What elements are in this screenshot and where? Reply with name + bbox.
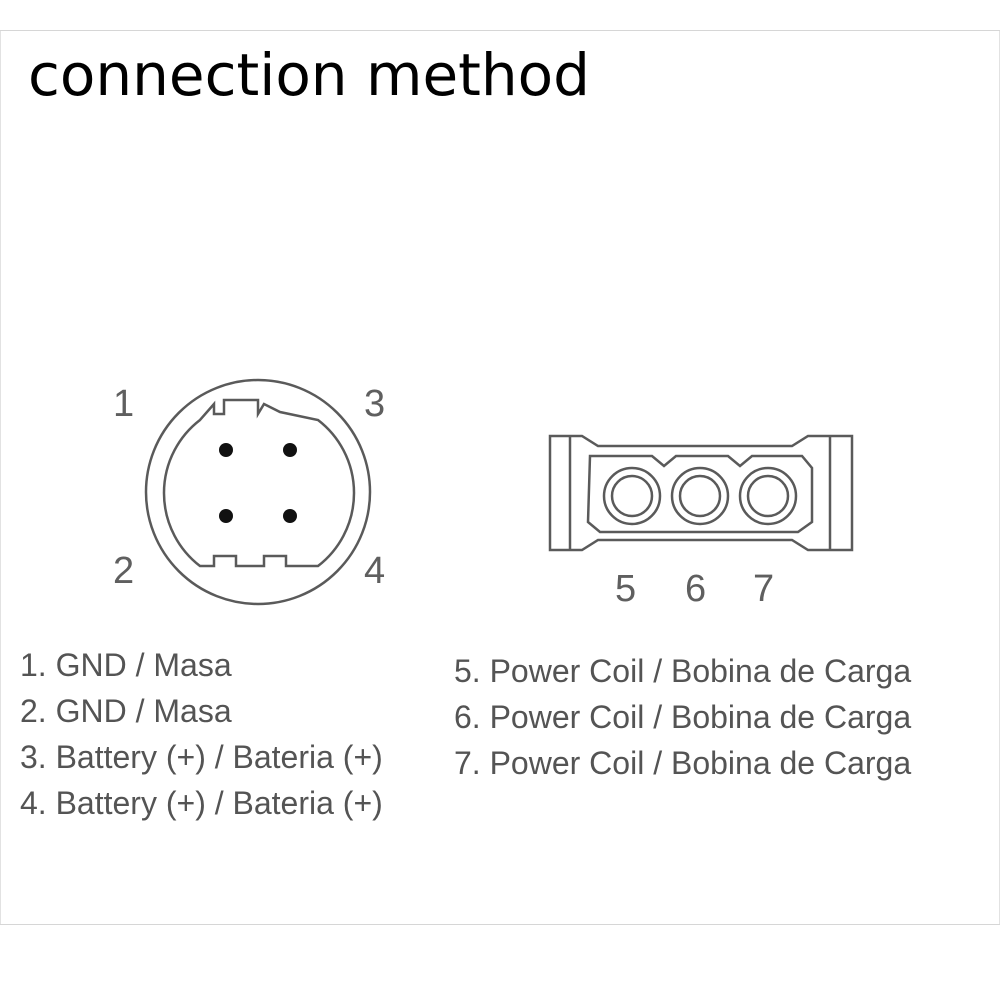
pin-4-contact [283, 509, 297, 523]
pin-label-3: 3 [364, 383, 386, 425]
pin-5-contact-inner [610, 474, 654, 518]
pin-label-7: 7 [753, 568, 775, 610]
legend-item-pin-7: 7. Power Coil / Bobina de Carga [454, 745, 912, 781]
legend-item-pin-5: 5. Power Coil / Bobina de Carga [454, 653, 912, 689]
pin-1-contact [219, 443, 233, 457]
flat-connector-legend: 5. Power Coil / Bobina de Carga 6. Power… [454, 648, 911, 786]
flat-connector-diagram [548, 434, 854, 552]
pin-7-contact-inner [746, 474, 790, 518]
pin-label-4: 4 [364, 550, 386, 592]
page-title: connection method [28, 41, 590, 109]
pin-2-contact [219, 509, 233, 523]
legend-item-pin-2: 2. GND / Masa [20, 693, 232, 729]
frame-left-edge [0, 31, 1, 924]
flat-connector-inner-frame [586, 454, 814, 534]
round-connector-outer-ring [144, 378, 372, 606]
flat-connector-housing [548, 434, 854, 552]
round-connector-inner-shell [162, 398, 356, 568]
pin-7-contact-outer [738, 466, 798, 526]
legend-item-pin-4: 4. Battery (+) / Bateria (+) [20, 785, 383, 821]
legend-item-pin-1: 1. GND / Masa [20, 647, 232, 683]
pin-label-6: 6 [685, 568, 707, 610]
pin-label-2: 2 [113, 550, 135, 592]
round-connector-legend: 1. GND / Masa 2. GND / Masa 3. Battery (… [20, 642, 383, 826]
legend-item-pin-6: 6. Power Coil / Bobina de Carga [454, 699, 912, 735]
pin-6-contact-outer [670, 466, 730, 526]
round-connector-diagram [144, 378, 372, 606]
legend-item-pin-3: 3. Battery (+) / Bateria (+) [20, 739, 383, 775]
pin-6-contact-inner [678, 474, 722, 518]
pin-3-contact [283, 443, 297, 457]
pin-5-contact-outer [602, 466, 662, 526]
pin-label-1: 1 [113, 383, 135, 425]
pin-label-5: 5 [615, 568, 637, 610]
